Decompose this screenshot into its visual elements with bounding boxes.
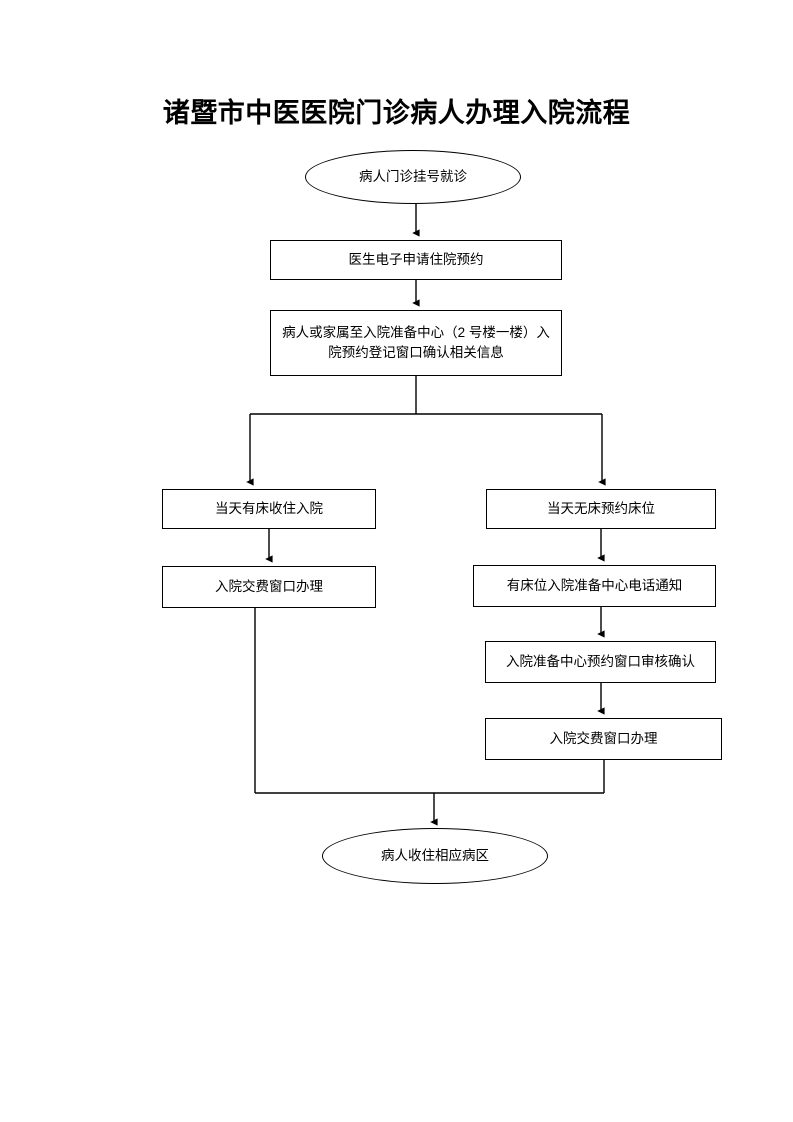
node-audit-confirm-label: 入院准备中心预约窗口审核确认 [506, 654, 695, 669]
node-doctor-request-label: 医生电子申请住院预约 [348, 252, 484, 267]
node-end: 病人收住相应病区 [322, 828, 548, 884]
node-admission-center-label: 病人或家属至入院准备中心（2 号楼一楼）入 院预约登记窗口确认相关信息 [282, 325, 550, 360]
node-doctor-request: 医生电子申请住院预约 [270, 240, 562, 280]
node-payment-window-right-label: 入院交费窗口办理 [549, 731, 658, 746]
node-payment-window-left-label: 入院交费窗口办理 [215, 579, 323, 594]
node-bed-unavailable-label: 当天无床预约床位 [547, 501, 655, 516]
node-phone-notification-label: 有床位入院准备中心电话通知 [506, 578, 683, 593]
node-bed-available: 当天有床收住入院 [162, 489, 376, 529]
node-payment-window-right: 入院交费窗口办理 [485, 718, 722, 760]
node-bed-available-label: 当天有床收住入院 [215, 501, 323, 516]
node-start-label: 病人门诊挂号就诊 [359, 169, 467, 184]
node-audit-confirm: 入院准备中心预约窗口审核确认 [485, 641, 716, 683]
node-bed-unavailable: 当天无床预约床位 [486, 489, 716, 529]
page-title: 诸暨市中医医院门诊病人办理入院流程 [162, 98, 631, 128]
node-phone-notification: 有床位入院准备中心电话通知 [473, 565, 716, 607]
node-start: 病人门诊挂号就诊 [305, 150, 521, 204]
node-admission-center: 病人或家属至入院准备中心（2 号楼一楼）入 院预约登记窗口确认相关信息 [270, 310, 562, 376]
node-payment-window-left: 入院交费窗口办理 [162, 566, 376, 608]
node-end-label: 病人收住相应病区 [381, 848, 489, 863]
